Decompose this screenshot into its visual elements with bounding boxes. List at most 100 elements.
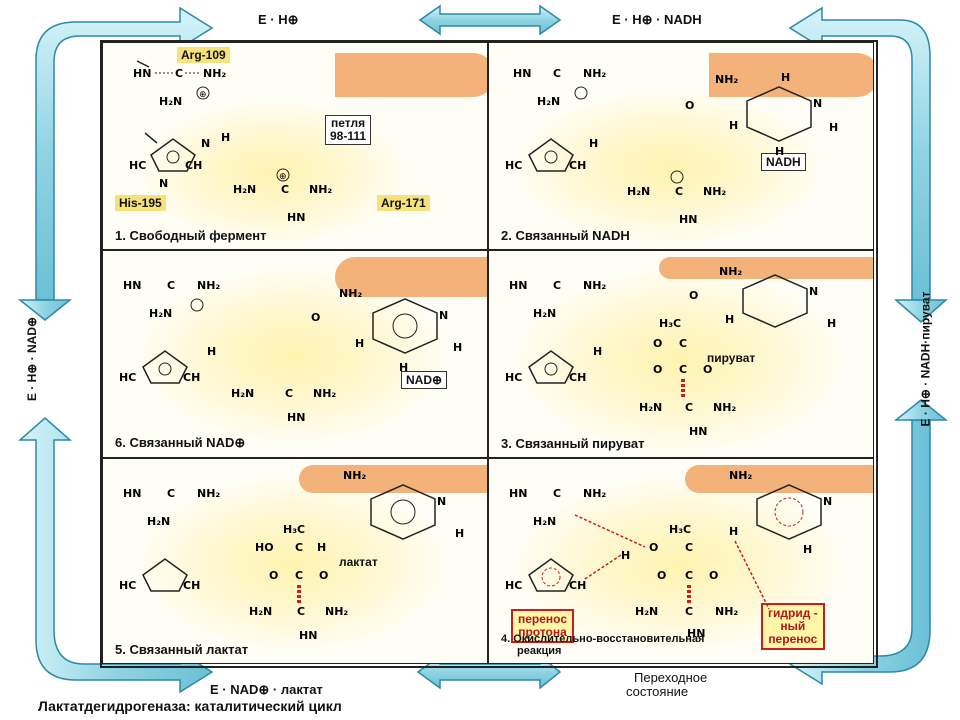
svg-text:C: C — [553, 67, 561, 80]
state-left: E · H⊕ · NAD⊕ — [25, 316, 40, 402]
svg-text:NH₂: NH₂ — [339, 287, 362, 300]
svg-text:C: C — [175, 67, 183, 80]
svg-text:HC: HC — [119, 579, 136, 592]
protein-loop — [685, 465, 873, 493]
svg-text:H₂N: H₂N — [147, 515, 170, 528]
proton-transfer-line2: протона — [518, 625, 567, 639]
panel-redox-reaction: перенос протона гидрид - ный перенос HN … — [488, 458, 874, 664]
svg-text:C: C — [167, 279, 175, 292]
loop-callout-line1: петля — [330, 116, 366, 130]
arrow-bottom-left — [18, 417, 214, 694]
panel-caption: 3. Связанный пируват — [501, 436, 645, 451]
svg-text:H₂N: H₂N — [635, 605, 658, 618]
svg-text:H: H — [775, 145, 784, 158]
panel-bound-nadh: NADH HN C NH₂ H₂N NH₂ O N H H H H HC CH … — [488, 42, 874, 250]
svg-text:O: O — [311, 311, 320, 324]
svg-text:HN: HN — [689, 425, 707, 438]
svg-text:H: H — [729, 119, 738, 132]
svg-text:NH₂: NH₂ — [197, 279, 220, 292]
svg-text:HN: HN — [513, 67, 531, 80]
svg-text:N: N — [809, 285, 818, 298]
nadh-label: NADH — [761, 153, 806, 171]
svg-text:O: O — [649, 541, 658, 554]
panel-caption: 1. Свободный фермент — [115, 228, 267, 243]
svg-text:H₃C: H₃C — [283, 523, 305, 536]
svg-text:HN: HN — [123, 487, 141, 500]
panel-free-enzyme: Arg-109 His-195 Arg-171 петля 98-111 HN … — [102, 42, 488, 250]
svg-text:H₂N: H₂N — [231, 387, 254, 400]
svg-text:H: H — [317, 541, 326, 554]
panel-bound-lactate: лактат HN C NH₂ H₂N NH₂ N H H₃C HO C H O… — [102, 458, 488, 664]
svg-text:O: O — [703, 363, 712, 376]
svg-text:H: H — [355, 337, 364, 350]
lactate-label: лактат — [339, 555, 378, 569]
svg-text:NH₂: NH₂ — [713, 401, 736, 414]
molecule-structure: HN C NH₂ H₂N NH₂ O N H H H H HC CH H H₂N… — [505, 67, 838, 226]
svg-text:H: H — [725, 313, 734, 326]
panel-bound-nad: NAD⊕ HN C NH₂ H₂N NH₂ O N H H H HC CH H … — [102, 250, 488, 458]
svg-text:CH: CH — [569, 579, 586, 592]
panel-caption: 6. Связанный NAD⊕ — [115, 435, 246, 450]
svg-text:O: O — [657, 569, 666, 582]
protein-loop — [659, 257, 873, 279]
svg-text:HN: HN — [679, 213, 697, 226]
svg-text:CH: CH — [183, 579, 200, 592]
svg-text:NH₂: NH₂ — [583, 279, 606, 292]
svg-text:HC: HC — [505, 159, 522, 172]
molecule-structure: HN C NH₂ H₂N ⊕ HC CH N N H H₂N C NH₂ HN … — [129, 60, 332, 224]
panel-grid — [100, 40, 878, 668]
svg-text:HN: HN — [287, 411, 305, 424]
proton-transfer-line1: перенос — [518, 612, 568, 626]
svg-text:C: C — [295, 569, 303, 582]
svg-text:NH₂: NH₂ — [343, 469, 366, 482]
svg-text:C: C — [281, 183, 289, 196]
svg-text:CH: CH — [569, 159, 586, 172]
hydride-transfer-box: гидрид - ный перенос — [761, 603, 825, 650]
molecule-structure: HN C NH₂ H₂N NH₂ O N H H H₃C O C O C O H… — [505, 265, 836, 438]
svg-text:H₂N: H₂N — [149, 307, 172, 320]
hydride-transfer-line3: перенос — [768, 632, 818, 646]
figure-caption: Лактатдегидрогеназа: каталитический цикл — [38, 698, 342, 714]
svg-text:NH₂: NH₂ — [715, 605, 738, 618]
state-top-left: E · H⊕ — [258, 12, 299, 27]
svg-text:H: H — [827, 317, 836, 330]
svg-text:C: C — [675, 185, 683, 198]
panel-bound-pyruvate: пируват HN C NH₂ H₂N NH₂ O N H H H₃C O C… — [488, 250, 874, 458]
svg-text:HN: HN — [299, 629, 317, 642]
svg-text:HN: HN — [509, 279, 527, 292]
svg-text:H₂N: H₂N — [249, 605, 272, 618]
tag-arg109: Arg-109 — [177, 47, 230, 63]
svg-text:O: O — [653, 337, 662, 350]
svg-text:H: H — [829, 121, 838, 134]
svg-text:H: H — [803, 543, 812, 556]
molecule-structure: HN C NH₂ H₂N NH₂ O N H H H HC CH H H₂N C… — [119, 279, 462, 424]
svg-text:C: C — [553, 487, 561, 500]
svg-text:N: N — [201, 137, 210, 150]
svg-text:O: O — [653, 363, 662, 376]
arrow-top-middle — [418, 4, 562, 36]
svg-text:HN: HN — [287, 211, 305, 224]
svg-text:NH₂: NH₂ — [715, 73, 738, 86]
loop-callout-line2: 98-111 — [330, 129, 367, 143]
state-bottom-right-2: состояние — [626, 684, 689, 699]
svg-text:⊕: ⊕ — [279, 172, 287, 182]
svg-text:H: H — [781, 71, 790, 84]
svg-text:HC: HC — [505, 579, 522, 592]
svg-text:C: C — [685, 541, 693, 554]
arrow-top-left — [35, 6, 214, 301]
svg-text:H: H — [207, 345, 216, 358]
protein-loop — [335, 53, 487, 97]
svg-text:C: C — [285, 387, 293, 400]
svg-text:H: H — [589, 137, 598, 150]
svg-text:C: C — [679, 337, 687, 350]
svg-text:H: H — [729, 525, 738, 538]
svg-text:C: C — [685, 605, 693, 618]
svg-text:N: N — [439, 309, 448, 322]
svg-text:H₂N: H₂N — [159, 95, 182, 108]
svg-text:C: C — [295, 541, 303, 554]
svg-text:⊕: ⊕ — [199, 90, 207, 100]
svg-text:C: C — [297, 605, 305, 618]
protein-loop — [299, 465, 487, 493]
svg-text:NH₂: NH₂ — [583, 67, 606, 80]
svg-text:HC: HC — [119, 371, 136, 384]
